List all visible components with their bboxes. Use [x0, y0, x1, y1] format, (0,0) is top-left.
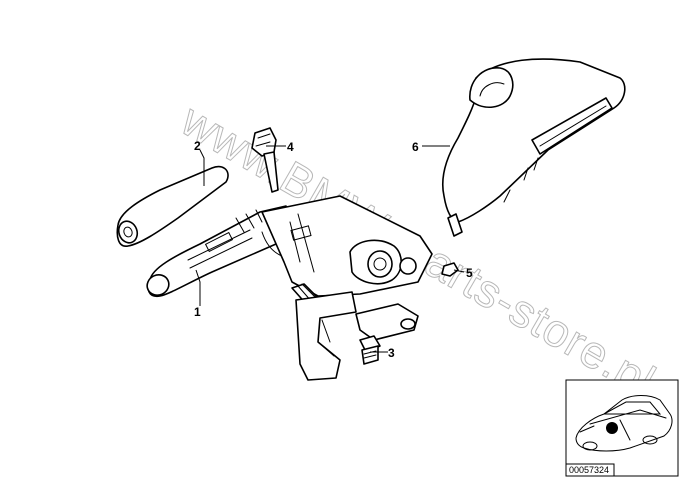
leader-lines	[195, 145, 465, 353]
vehicle-location-inset: 00057324	[565, 379, 679, 477]
part-5-nut	[441, 262, 459, 277]
callout-4: 4	[287, 140, 294, 154]
callout-6: 6	[412, 140, 419, 154]
part-1-handbrake-lever	[146, 205, 293, 298]
callout-2: 2	[194, 139, 201, 153]
callout-5: 5	[466, 266, 473, 280]
callout-3: 3	[388, 346, 395, 360]
part-2-handle-grip	[116, 165, 229, 247]
lever-housing-bracket	[261, 195, 433, 381]
inset-diagram-code: 00057324	[569, 465, 609, 475]
callout-1: 1	[194, 305, 201, 319]
part-6-boot-cover	[442, 58, 626, 237]
part-4-clip	[251, 127, 279, 193]
part-3-bolt	[359, 335, 381, 365]
location-marker	[606, 422, 618, 434]
car-outline-icon	[575, 395, 673, 452]
